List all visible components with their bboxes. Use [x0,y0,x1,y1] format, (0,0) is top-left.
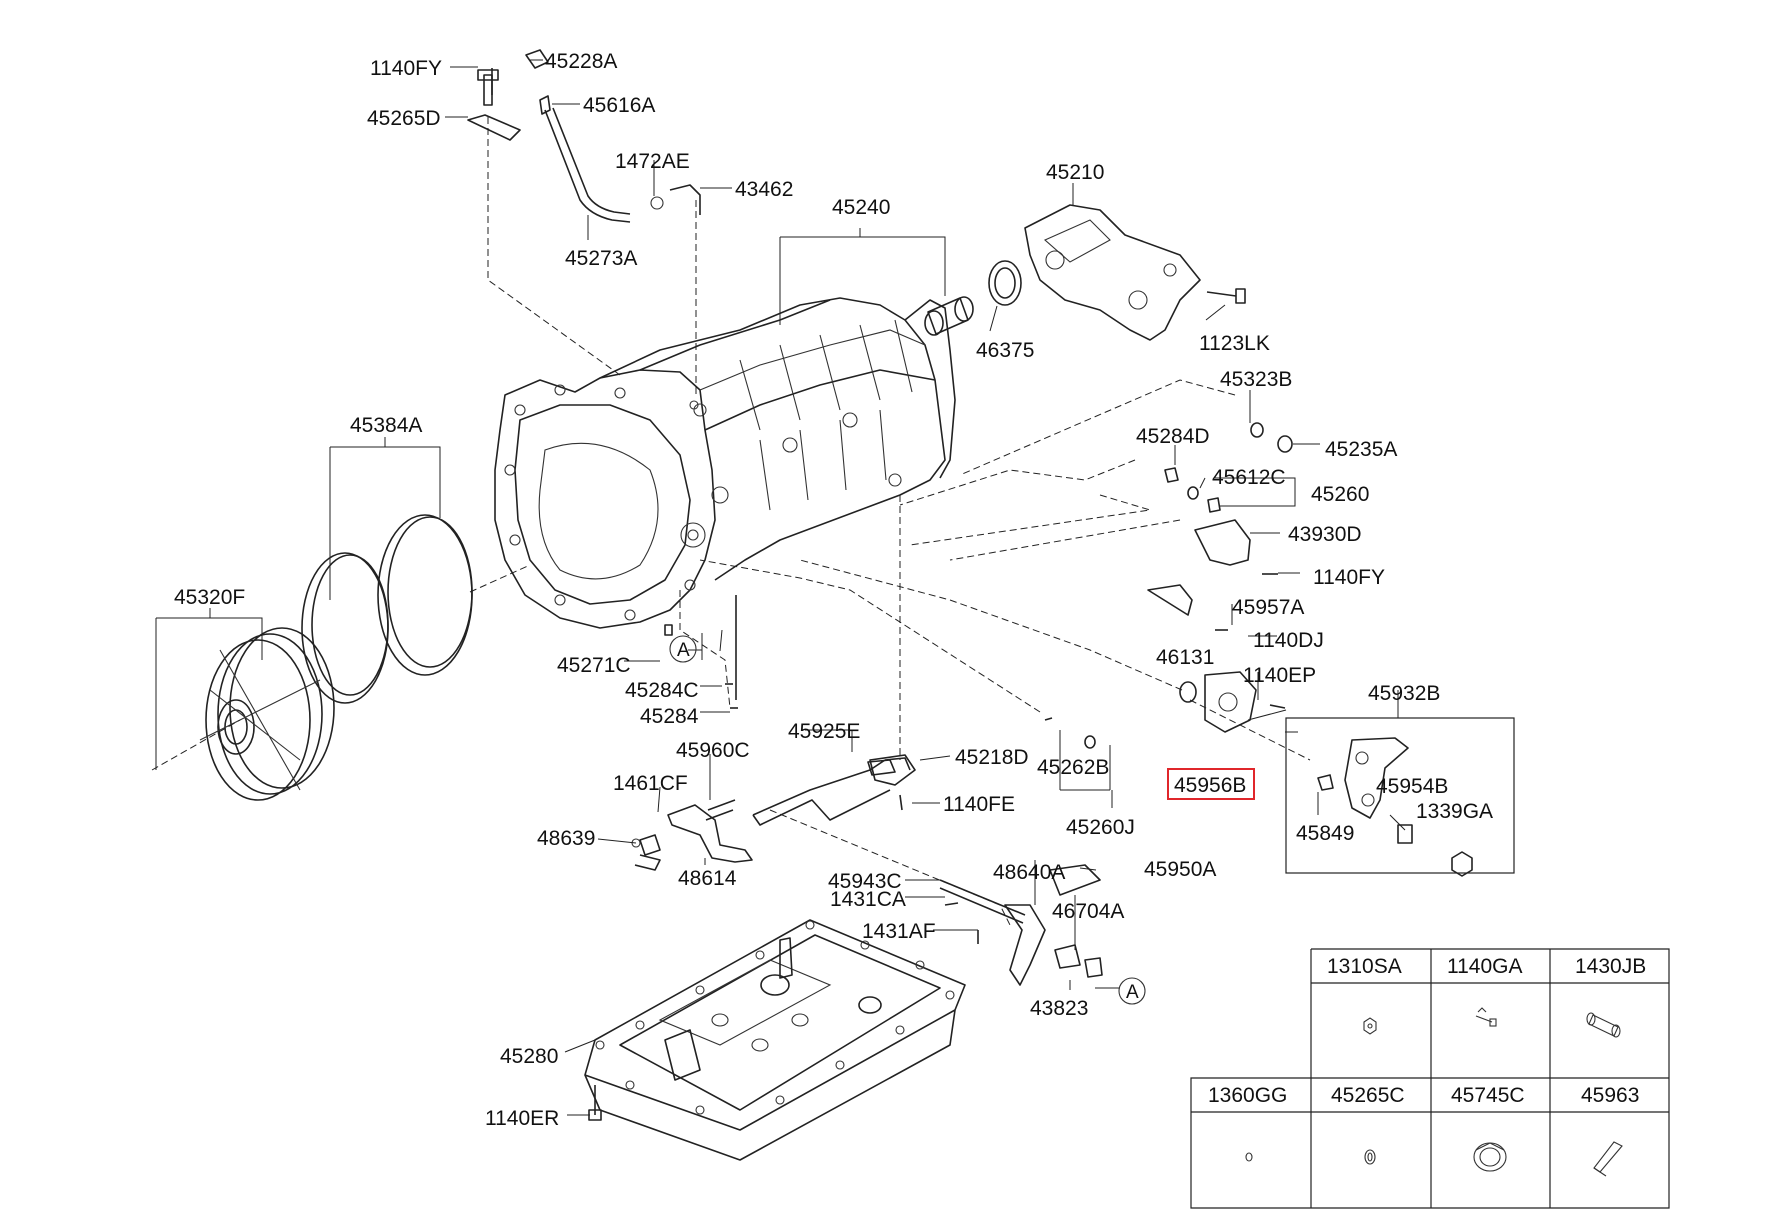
label-43823[interactable]: 43823 [1030,997,1088,1020]
label-1472AE[interactable]: 1472AE [615,150,690,173]
label-1431AF[interactable]: 1431AF [862,920,936,943]
label-1339GA[interactable]: 1339GA [1416,800,1493,823]
label-43930D[interactable]: 43930D [1288,523,1362,546]
table-header-1310SA: 1310SA [1327,955,1402,978]
label-45957A[interactable]: 45957A [1232,596,1304,619]
table-header-45265C: 45265C [1331,1084,1405,1107]
label-45612C[interactable]: 45612C [1212,466,1286,489]
breather-hose-assembly[interactable] [467,49,701,223]
bushing-46375[interactable] [924,296,974,336]
oil-pump-45320F[interactable] [199,627,335,801]
label-1461CF[interactable]: 1461CF [613,772,688,795]
linkage-rod-45925E[interactable] [752,757,911,826]
label-1123LK[interactable]: 1123LK [1199,332,1270,355]
label-45849[interactable]: 45849 [1296,822,1354,845]
label-45265D[interactable]: 45265D [367,107,441,130]
label-1140FY-top[interactable]: 1140FY [370,57,442,80]
table-part-1140GA-icon [1475,1007,1497,1027]
table-part-1360GG-icon [1245,1152,1253,1162]
label-45320F[interactable]: 45320F [174,586,245,609]
label-43462[interactable]: 43462 [735,178,793,201]
dashed-reference-lines [151,117,1311,926]
label-48640A[interactable]: 48640A [993,861,1065,884]
seal-rings-45384A[interactable] [301,514,473,704]
label-45954B[interactable]: 45954B [1376,775,1448,798]
table-part-45745C-icon [1473,1142,1507,1172]
ref-a-label-2: A [1126,982,1139,1003]
table-header-1430JB: 1430JB [1575,955,1646,978]
lever-48614[interactable] [631,799,753,871]
small-hardware-right[interactable] [1147,422,1293,733]
label-45240[interactable]: 45240 [832,196,890,219]
bracket-45218D[interactable] [869,754,916,811]
label-45943C[interactable]: 45943C [828,870,902,893]
label-45273A[interactable]: 45273A [565,247,637,270]
label-45228A[interactable]: 45228A [545,50,617,73]
ref-circle-a-2 [1118,977,1146,1005]
table-part-45265C-icon [1364,1149,1376,1165]
bolt-1123LK[interactable] [1206,288,1246,304]
label-45284C[interactable]: 45284C [625,679,699,702]
table-header-1360GG: 1360GG [1208,1084,1287,1107]
label-1140FE[interactable]: 1140FE [943,793,1015,816]
label-45260[interactable]: 45260 [1311,483,1369,506]
label-45323B[interactable]: 45323B [1220,368,1292,391]
label-45218D[interactable]: 45218D [955,746,1029,769]
label-45956B[interactable]: 45956B [1174,774,1246,797]
label-45235A[interactable]: 45235A [1325,438,1397,461]
label-48614[interactable]: 48614 [678,867,737,890]
label-46375[interactable]: 46375 [976,339,1034,362]
ref-a-label-1: A [677,640,690,661]
nuts-1339GA[interactable] [1397,824,1473,877]
label-45260J[interactable]: 45260J [1066,816,1135,839]
label-45960C[interactable]: 45960C [676,739,750,762]
label-46131[interactable]: 46131 [1156,646,1214,669]
label-45950A[interactable]: 45950A [1144,858,1216,881]
table-header-45963: 45963 [1581,1084,1639,1107]
label-1140DJ[interactable]: 1140DJ [1253,629,1324,652]
label-45925E[interactable]: 45925E [788,720,860,743]
label-48639[interactable]: 48639 [537,827,595,850]
label-45271C[interactable]: 45271C [557,654,631,677]
oil-pan-45280[interactable] [584,919,966,1161]
bracket-45954B[interactable] [1317,737,1409,819]
label-1140EP[interactable]: 1140EP [1243,664,1316,687]
label-45616A[interactable]: 45616A [583,94,655,117]
label-1140ER[interactable]: 1140ER [485,1107,559,1130]
label-1140FY-mid[interactable]: 1140FY [1313,566,1385,589]
label-46704A[interactable]: 46704A [1052,900,1124,923]
bracket-45210[interactable] [1024,204,1201,341]
label-45280[interactable]: 45280 [500,1045,558,1068]
label-45284D[interactable]: 45284D [1136,425,1210,448]
label-1431CA[interactable]: 1431CA [830,888,906,911]
label-45932B[interactable]: 45932B [1368,682,1440,705]
callout-labels: 1140FY 45228A 45265D 45616A 1472AE 43462… [174,50,1493,1130]
table-header-1140GA: 1140GA [1447,955,1523,978]
transmission-case[interactable] [494,297,956,629]
leader-lines [155,59,1406,1116]
label-45262B[interactable]: 45262B [1037,756,1109,779]
parts-table: 1310SA 1140GA 1430JB 1360GG 45265C 45745… [1190,948,1670,1209]
label-45284[interactable]: 45284 [640,705,699,728]
seal-45262B[interactable] [1044,717,1096,749]
label-45210[interactable]: 45210 [1046,161,1104,184]
ref-circle-a-1 [669,635,697,663]
table-header-45745C: 45745C [1451,1084,1525,1107]
assembly-box-45932B [1285,717,1515,874]
seal[interactable] [988,260,1022,306]
table-part-45963-icon [1593,1141,1623,1177]
table-part-1310SA-icon [1363,1017,1377,1035]
table-part-1430JB-icon [1586,1012,1621,1038]
small-hardware-left[interactable] [491,68,738,709]
highlight-box-45956B[interactable] [1167,768,1255,800]
label-45384A[interactable]: 45384A [350,414,422,437]
